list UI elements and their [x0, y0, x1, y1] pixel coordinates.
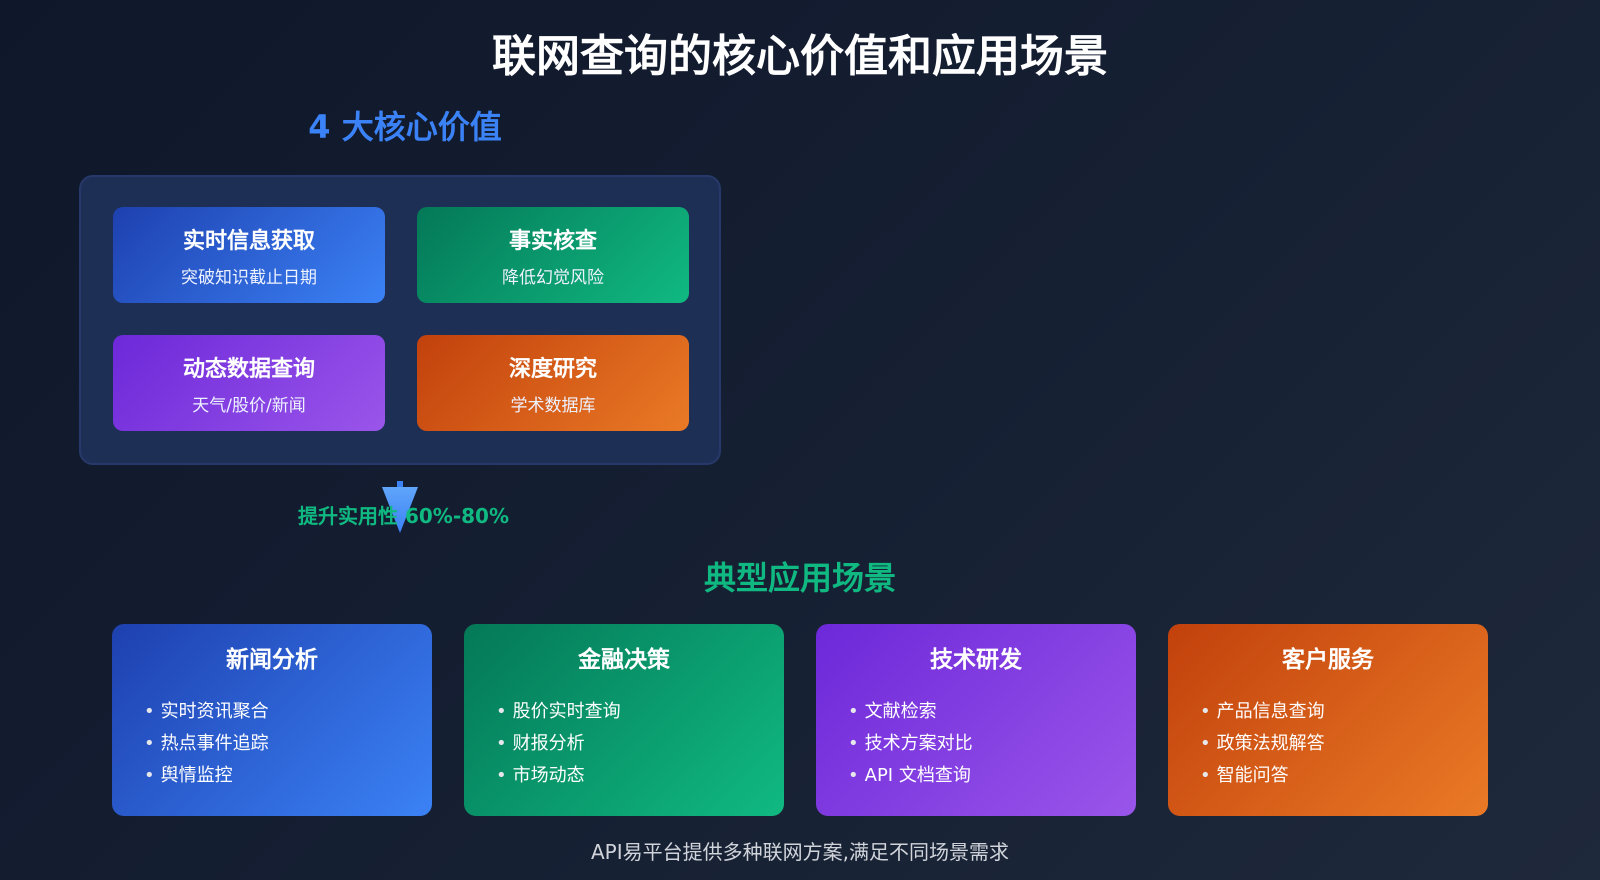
- core-values-panel: 实时信息获取 突破知识截止日期 事实核查 降低幻觉风险 动态数据查询 天气/股价…: [79, 175, 721, 465]
- boost-label: 提升实用性 60%-80%: [298, 504, 510, 528]
- value-card-title: 实时信息获取: [182, 228, 315, 254]
- scenario-card-tech-rd: 技术研发 •文献检索 •技术方案对比 •API 文档查询: [816, 624, 1136, 816]
- list-item: •技术方案对比: [848, 733, 973, 754]
- value-card-subtitle: 突破知识截止日期: [181, 267, 317, 288]
- value-card-title: 事实核查: [508, 228, 597, 254]
- list-item: •智能问答: [1200, 765, 1289, 786]
- scenario-card-title: 新闻分析: [226, 647, 318, 673]
- list-item: •文献检索: [848, 701, 937, 722]
- scenario-card-title: 技术研发: [930, 647, 1022, 673]
- footer-note: API易平台提供多种联网方案,满足不同场景需求: [591, 840, 1009, 864]
- scenarios-heading: 典型应用场景: [703, 559, 896, 597]
- list-item: •财报分析: [496, 733, 585, 754]
- scenario-list: •实时资讯聚合 •热点事件追踪 •舆情监控: [144, 696, 432, 792]
- value-card-realtime-info: 实时信息获取 突破知识截止日期: [113, 207, 385, 303]
- value-card-title: 深度研究: [508, 356, 597, 382]
- list-item: •政策法规解答: [1200, 733, 1325, 754]
- page-title: 联网查询的核心价值和应用场景: [492, 31, 1108, 82]
- value-card-subtitle: 天气/股价/新闻: [192, 395, 306, 416]
- down-arrow-icon: [382, 481, 418, 533]
- scenario-card-customer-service: 客户服务 •产品信息查询 •政策法规解答 •智能问答: [1168, 624, 1488, 816]
- scenario-card-title: 客户服务: [1282, 647, 1374, 673]
- list-item: •股价实时查询: [496, 701, 621, 722]
- list-item: •产品信息查询: [1200, 701, 1325, 722]
- scenario-list: •股价实时查询 •财报分析 •市场动态: [496, 696, 784, 792]
- list-item: •热点事件追踪: [144, 733, 269, 754]
- scenario-card-news: 新闻分析 •实时资讯聚合 •热点事件追踪 •舆情监控: [112, 624, 432, 816]
- value-card-dynamic-data: 动态数据查询 天气/股价/新闻: [113, 335, 385, 431]
- value-card-title: 动态数据查询: [182, 356, 315, 382]
- list-item: •舆情监控: [144, 765, 233, 786]
- value-card-fact-check: 事实核查 降低幻觉风险: [417, 207, 689, 303]
- scenario-list: •文献检索 •技术方案对比 •API 文档查询: [848, 696, 1136, 792]
- value-card-subtitle: 学术数据库: [510, 395, 596, 416]
- list-item: •API 文档查询: [848, 765, 971, 786]
- list-item: •实时资讯聚合: [144, 701, 269, 722]
- scenario-list: •产品信息查询 •政策法规解答 •智能问答: [1200, 696, 1488, 792]
- scenario-card-title: 金融决策: [578, 647, 670, 673]
- scenario-card-finance: 金融决策 •股价实时查询 •财报分析 •市场动态: [464, 624, 784, 816]
- core-values-heading: 4 大核心价值: [308, 108, 502, 146]
- value-card-deep-research: 深度研究 学术数据库: [417, 335, 689, 431]
- value-card-subtitle: 降低幻觉风险: [502, 267, 604, 288]
- list-item: •市场动态: [496, 765, 585, 786]
